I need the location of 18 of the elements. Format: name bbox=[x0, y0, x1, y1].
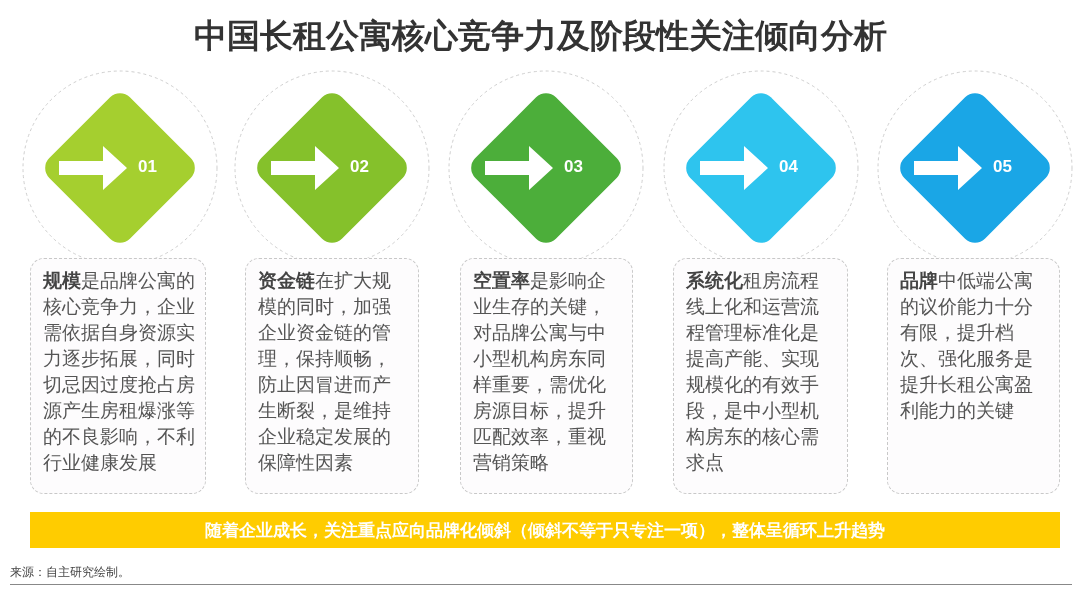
text-card bbox=[887, 258, 1060, 494]
description-text: 品牌中低端公寓的议价能力十分有限，提升档次、强化服务是提升长租公寓盈利能力的关键 bbox=[900, 268, 1034, 423]
step-number: 04 bbox=[779, 157, 798, 177]
text-card bbox=[30, 258, 206, 494]
description-text: 资金链在扩大规模的同时，加强企业资金链的管理，保持顺畅，防止因冒进而产生断裂，是维持企业稳定发展的保障性因素 bbox=[258, 268, 392, 475]
summary-banner: 随着企业成长，关注重点应向品牌化倾斜（倾斜不等于只专注一项），整体呈循环上升趋势 bbox=[30, 512, 1060, 548]
step-number: 03 bbox=[564, 157, 583, 177]
step-number: 05 bbox=[993, 157, 1012, 177]
text-card bbox=[673, 258, 848, 494]
text-card bbox=[460, 258, 633, 494]
description-text: 规模是品牌公寓的核心竞争力，企业需依据自身资源实力逐步拓展，同时切忌因过度抢占房源产生房租爆涨等的不良影响，不利行业健康发展 bbox=[43, 268, 195, 475]
step-number: 02 bbox=[350, 157, 369, 177]
title: 中国长租公寓核心竞争力及阶段性关注倾向分析 bbox=[192, 15, 888, 57]
text-card bbox=[245, 258, 419, 494]
description-text: 空置率是影响企业生存的关键，对品牌公寓与中小型机构房东同样重要，需优化房源目标，提升匹配效率，重视营销策略 bbox=[473, 268, 607, 475]
step-number: 01 bbox=[138, 157, 157, 177]
description-text: 系统化租房流程线上化和运营流程管理标准化是提高产能、实现规模化的有效手段，是中小型机构房东的核心需求点 bbox=[686, 268, 820, 475]
source-note: 来源：自主研究绘制。 bbox=[10, 564, 130, 581]
